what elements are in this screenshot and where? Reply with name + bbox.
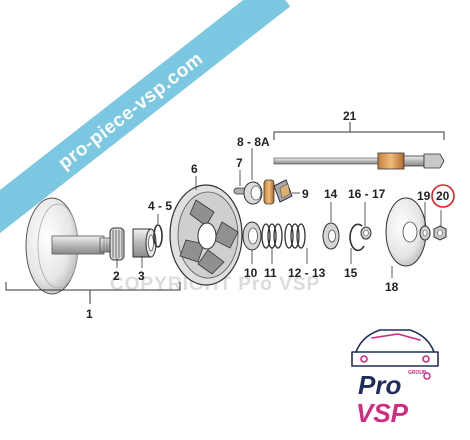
- logo-group-text: GROUP: [408, 370, 427, 376]
- label-part-6: 6: [191, 162, 198, 176]
- label-part-8-8a: 8 - 8A: [237, 135, 270, 149]
- label-part-15: 15: [344, 266, 358, 280]
- part-10-washer: [242, 221, 262, 251]
- logo-vsp-text: VSP: [356, 398, 409, 428]
- part-16-17-nut: [360, 226, 372, 240]
- logo-pro-text: Pro: [358, 370, 401, 400]
- part-3-bushing: [132, 228, 157, 258]
- part-12-13-rings: [284, 223, 306, 249]
- part-14-washer: [322, 222, 340, 250]
- label-part-1: 1: [86, 307, 93, 321]
- logo-accent-dot-icon: [423, 372, 431, 380]
- label-part-9: 9: [302, 187, 309, 201]
- label-part-18: 18: [385, 280, 399, 294]
- part-21-shaft-kit: [273, 122, 445, 170]
- part-8-8a-roller: [243, 179, 275, 205]
- label-part-14: 14: [324, 187, 338, 201]
- part-9-slider: [273, 179, 293, 203]
- banner-ribbon: [0, 0, 291, 241]
- part-11-spring-washers: [261, 223, 283, 249]
- label-part-10: 10: [244, 266, 258, 280]
- label-part-3: 3: [138, 269, 145, 283]
- part-1-variator-face: [25, 197, 115, 295]
- label-part-12-13: 12 - 13: [288, 266, 326, 280]
- label-part-20: 20: [436, 189, 450, 203]
- label-part-4-5: 4 - 5: [148, 199, 172, 213]
- pro-vsp-logo: GROUP Pro VSP: [351, 329, 439, 428]
- part-20-nut: [433, 225, 447, 241]
- part-19-washer: [419, 225, 431, 241]
- car-outline-icon: [351, 329, 439, 367]
- part-1-bracket: [5, 282, 181, 304]
- label-part-21: 21: [343, 109, 357, 123]
- banner-text: pro-piece-vsp.com: [55, 48, 208, 174]
- label-part-16-17: 16 - 17: [348, 187, 386, 201]
- label-part-7: 7: [236, 156, 243, 170]
- label-part-19: 19: [417, 189, 431, 203]
- highlight-circle-20: [431, 184, 455, 208]
- part-15-circlip: [349, 223, 365, 252]
- part-6-variator: [169, 184, 243, 286]
- part-4-5-rings: [153, 224, 163, 248]
- label-part-11: 11: [264, 266, 277, 280]
- part-18-pulley-disc: [385, 197, 427, 267]
- label-part-2: 2: [113, 269, 120, 283]
- leader-lines: [116, 148, 442, 278]
- part-2-needle-bearing: [109, 227, 125, 261]
